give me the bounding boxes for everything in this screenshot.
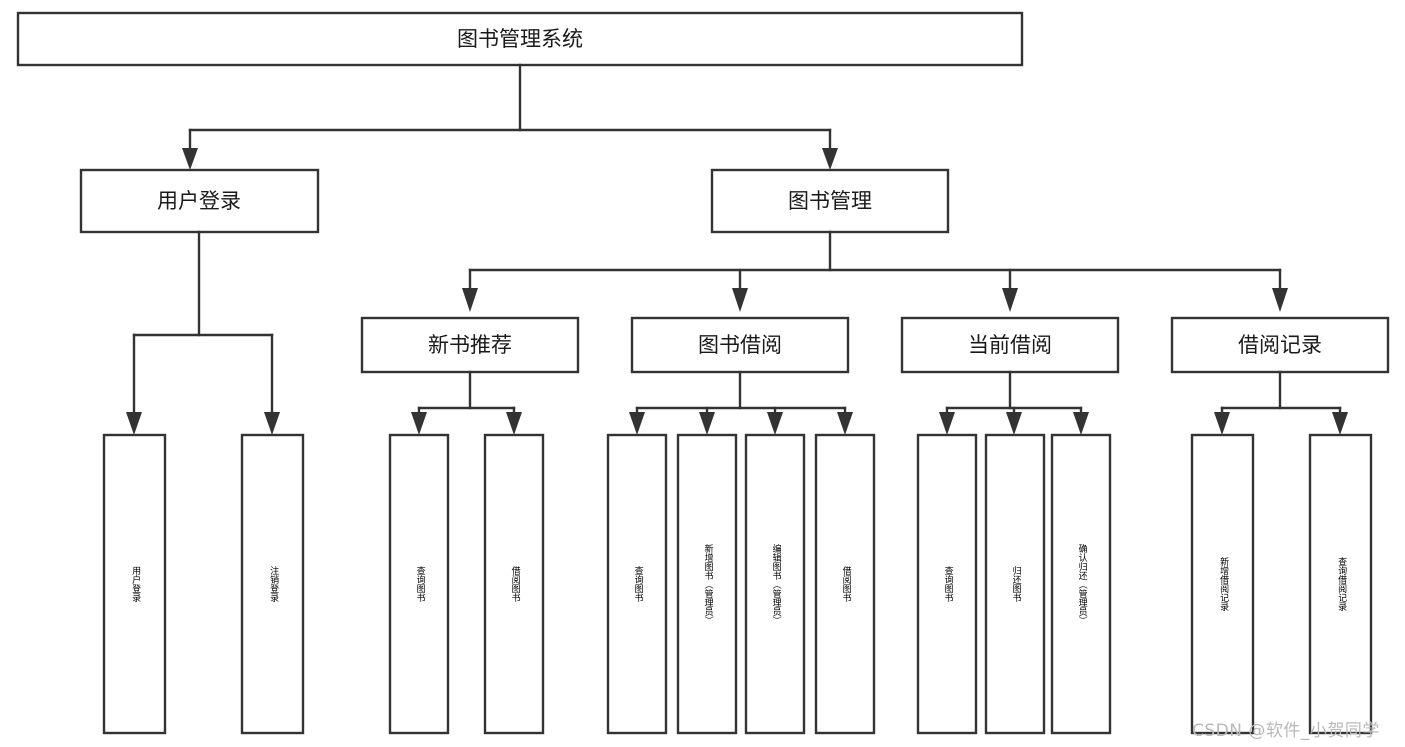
- arrow-head-user-login-icon: [182, 148, 198, 170]
- node-new-book-recommend-label: 新书推荐: [428, 333, 512, 357]
- node-current-borrow-label: 当前借阅: [968, 333, 1052, 357]
- arrow-head-leaf-query-record-icon: [1332, 412, 1348, 435]
- arrow-head-leaf-confirm-return-icon: [1073, 412, 1089, 435]
- arrow-head-leaf-logout-login-icon: [264, 412, 280, 435]
- arrow-head-book-management-icon: [822, 148, 838, 170]
- arrow-head-leaf-query-book-2-icon: [629, 412, 645, 435]
- arrow-head-leaf-user-login-icon: [126, 412, 142, 435]
- arrow-head-borrow-record-icon: [1272, 288, 1288, 312]
- node-root-box[interactable]: [16, 11, 1024, 67]
- arrow-head-book-borrow-icon: [732, 288, 748, 312]
- node-leaf-add-record-box[interactable]: [1190, 433, 1255, 735]
- arrow-head-current-borrow-icon: [1002, 288, 1018, 312]
- arrow-head-leaf-query-book-3-icon: [939, 412, 955, 435]
- node-leaf-query-book-1-box[interactable]: [388, 433, 450, 735]
- csdn-watermark: CSDN @软件_小贺同学: [1192, 721, 1380, 741]
- node-leaf-confirm-return-box[interactable]: [1050, 433, 1112, 735]
- node-leaf-edit-book-box[interactable]: [744, 433, 806, 735]
- arrow-head-leaf-add-record-icon: [1214, 412, 1230, 435]
- node-leaf-add-book-box[interactable]: [676, 433, 738, 735]
- node-leaf-logout-login-box[interactable]: [240, 433, 305, 735]
- node-book-management-box[interactable]: [710, 168, 950, 234]
- node-current-borrow-box[interactable]: [900, 316, 1120, 374]
- node-leaf-return-book-box[interactable]: [984, 433, 1046, 735]
- arrow-head-leaf-add-book-icon: [699, 412, 715, 435]
- node-book-management-label: 图书管理: [788, 189, 872, 213]
- node-new-book-recommend-box[interactable]: [360, 316, 580, 374]
- node-book-borrow-label: 图书借阅: [698, 333, 782, 357]
- node-leaf-query-book-3-box[interactable]: [916, 433, 978, 735]
- node-user-login-label: 用户登录: [157, 189, 241, 213]
- arrow-head-leaf-return-book-icon: [1006, 412, 1022, 435]
- arrow-head-leaf-query-book-1-icon: [411, 412, 427, 435]
- node-leaf-borrow-book-1-box[interactable]: [483, 433, 545, 735]
- arrow-head-leaf-edit-book-icon: [767, 412, 783, 435]
- node-leaf-borrow-book-2-box[interactable]: [814, 433, 876, 735]
- node-borrow-record-label: 借阅记录: [1238, 333, 1322, 357]
- node-borrow-record-box[interactable]: [1170, 316, 1390, 374]
- node-leaf-query-book-2-box[interactable]: [606, 433, 668, 735]
- arrow-head-leaf-borrow-book-1-icon: [506, 412, 522, 435]
- arrow-head-leaf-borrow-book-2-icon: [837, 412, 853, 435]
- node-leaf-query-record-box[interactable]: [1308, 433, 1373, 735]
- arrow-head-new-book-recommend-icon: [462, 288, 478, 312]
- node-book-borrow-box[interactable]: [630, 316, 850, 374]
- node-root-label: 图书管理系统: [457, 27, 583, 51]
- node-leaf-user-login-box[interactable]: [102, 433, 167, 735]
